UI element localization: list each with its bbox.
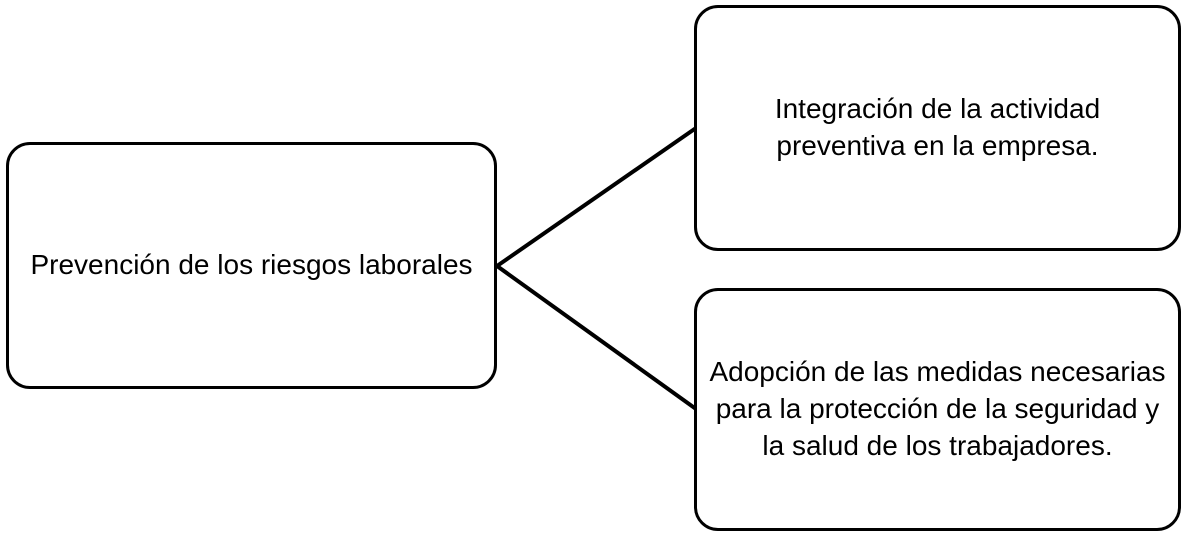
child-node-integracion-actividad-preventiva: Integración de la actividad preventiva e… (694, 5, 1181, 251)
connector-line-bottom (495, 264, 698, 411)
child-node-bottom-label: Adopción de las medidas necesarias para … (709, 356, 1166, 461)
root-node-label: Prevención de los riesgos laborales (30, 249, 473, 281)
child-node-top-label: Integración de la actividad preventiva e… (774, 93, 1101, 161)
root-node-prevencion-riesgos-laborales: Prevención de los riesgos laborales (6, 142, 497, 389)
connector-line-top (495, 126, 698, 268)
child-node-adopcion-medidas: Adopción de las medidas necesarias para … (694, 288, 1181, 531)
